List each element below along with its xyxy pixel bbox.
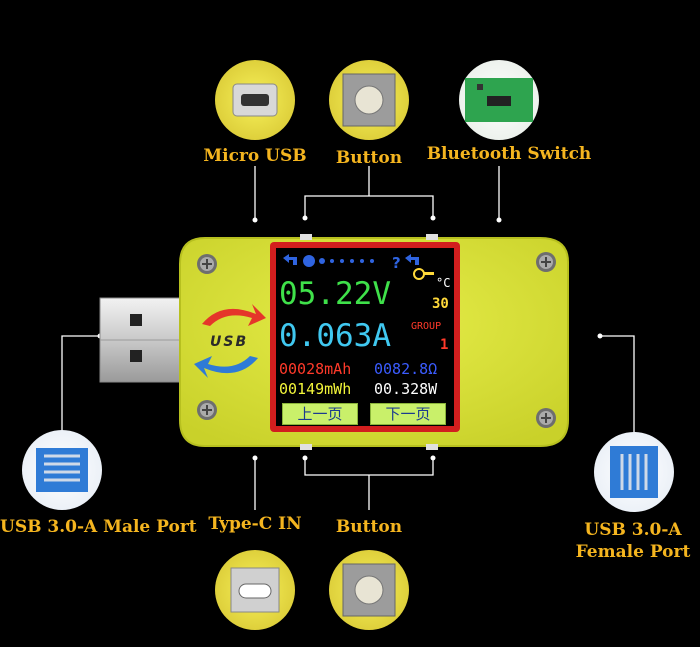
male-port-label: USB 3.0-A Male Port	[0, 517, 197, 537]
power-readout: 00.328W	[374, 380, 438, 398]
leader-lines	[61, 166, 635, 510]
resistance-readout: 0082.8Ω	[374, 360, 438, 378]
female-port-label-line2: Female Port	[575, 542, 691, 562]
bluetooth-switch-label: Bluetooth Switch	[426, 144, 592, 164]
screen-display	[276, 248, 454, 426]
button-top-label: Button	[335, 148, 403, 168]
type-c-thumbnail	[215, 550, 295, 630]
button-thumbnail-bottom	[329, 550, 409, 630]
screen-top-icons: ?	[283, 254, 434, 280]
micro-usb-label: Micro USB	[203, 146, 307, 166]
usb-logo-text: USB	[210, 334, 249, 350]
usb-male-plug	[99, 297, 191, 383]
svg-text:?: ?	[392, 254, 401, 272]
voltage-readout: 05.22V	[279, 276, 391, 312]
button-thumbnail-top	[329, 60, 409, 140]
female-port-thumbnail	[594, 432, 674, 512]
usb-logo	[194, 304, 266, 378]
type-c-label: Type-C IN	[208, 514, 302, 534]
current-readout: 0.063A	[279, 318, 391, 354]
capacity-readout: 00028mAh	[279, 360, 352, 378]
micro-usb-thumbnail	[215, 60, 295, 140]
bluetooth-switch-thumbnail	[459, 60, 539, 140]
group-label: GROUP	[411, 321, 442, 332]
temperature-readout: 30	[432, 296, 449, 312]
prev-page-button[interactable]: 上一页	[282, 403, 358, 425]
energy-readout: 00149mWh	[279, 380, 352, 398]
group-value: 1	[440, 337, 449, 353]
temperature-unit: °C	[436, 276, 451, 290]
screws	[197, 252, 556, 428]
female-port-label-line1: USB 3.0-A	[584, 520, 682, 540]
button-bottom-label: Button	[335, 517, 403, 537]
next-page-button[interactable]: 下一页	[370, 403, 446, 425]
male-port-thumbnail	[22, 430, 102, 510]
